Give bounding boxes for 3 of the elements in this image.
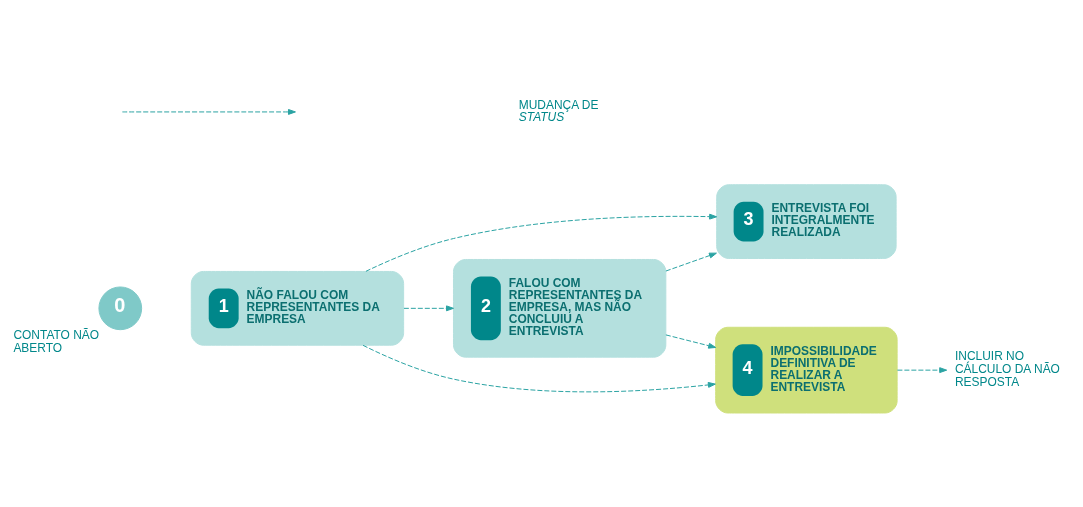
node-text: INCLUIR NO CÁLCULO DA NÃO RESPOSTA <box>954 349 1060 390</box>
legend-label: MUDANÇA DE STATUS <box>518 97 599 124</box>
node-label: CONTATO NÃO ABERTO <box>13 328 100 356</box>
